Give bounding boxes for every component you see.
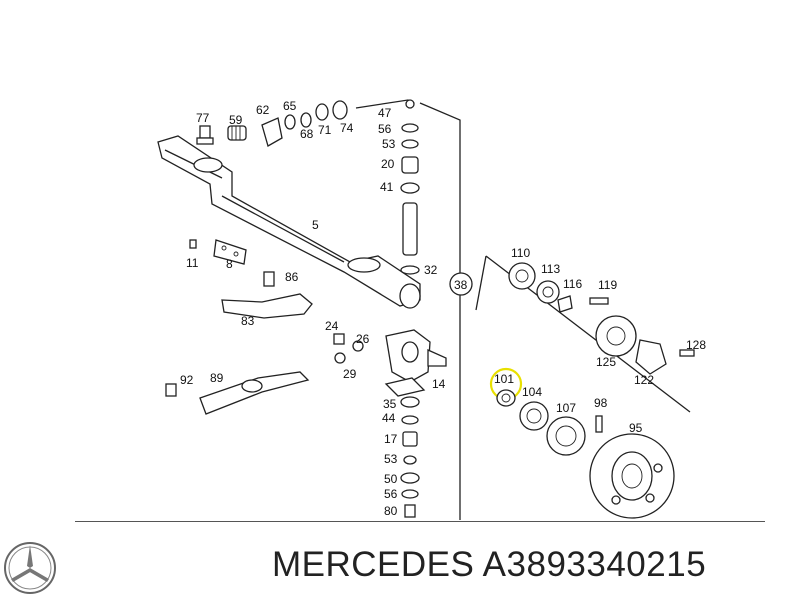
callout-80: 80 <box>384 504 398 518</box>
callout-62: 62 <box>256 103 270 117</box>
callout-107: 107 <box>556 401 576 415</box>
callout-17: 17 <box>384 432 398 446</box>
wheel-hub <box>519 401 675 519</box>
track-rod <box>165 371 310 415</box>
callout-128: 128 <box>686 338 706 352</box>
callout-50: 50 <box>384 472 398 486</box>
left-fasteners <box>189 239 313 319</box>
callout-95: 95 <box>629 421 643 435</box>
callout-68: 68 <box>300 127 314 141</box>
callout-24: 24 <box>325 319 339 333</box>
brand-name: MERCEDES <box>272 545 475 584</box>
kingpin-stack <box>400 123 420 275</box>
callout-14: 14 <box>432 377 446 391</box>
callout-8: 8 <box>226 257 233 271</box>
callout-77: 77 <box>196 111 210 125</box>
callout-11: 11 <box>186 256 199 270</box>
callout-44: 44 <box>382 411 396 425</box>
callout-32: 32 <box>424 263 438 277</box>
callout-5: 5 <box>312 218 319 232</box>
callout-29: 29 <box>343 367 357 381</box>
callout-56-top: 56 <box>378 122 392 136</box>
callout-113: 113 <box>541 262 560 276</box>
callout-labels: 77 59 62 65 68 71 74 47 56 53 20 41 5 32… <box>180 99 706 518</box>
hub-bearing-group <box>508 262 695 375</box>
callout-41: 41 <box>380 180 394 194</box>
callout-104: 104 <box>522 385 542 399</box>
callout-53-bottom: 53 <box>384 452 398 466</box>
callout-98: 98 <box>594 396 608 410</box>
steering-knuckle <box>333 329 447 397</box>
callout-56-bottom: 56 <box>384 487 398 501</box>
callout-125: 125 <box>596 355 616 369</box>
highlighted-part-101 <box>489 367 523 407</box>
callout-65: 65 <box>283 99 297 113</box>
callout-122: 122 <box>634 373 654 387</box>
callout-35: 35 <box>383 397 397 411</box>
callout-83: 83 <box>241 314 255 328</box>
group-circle-38 <box>449 272 473 296</box>
callout-26: 26 <box>356 332 370 346</box>
lower-stack <box>400 396 420 518</box>
callout-119: 119 <box>598 278 617 292</box>
callout-92: 92 <box>180 373 194 387</box>
callout-71: 71 <box>318 123 332 137</box>
callout-89: 89 <box>210 371 224 385</box>
callout-86: 86 <box>285 270 299 284</box>
hub-bracket <box>475 255 691 413</box>
callout-38: 38 <box>454 278 468 292</box>
callout-74: 74 <box>340 121 354 135</box>
callout-101: 101 <box>494 372 514 386</box>
divider-line <box>75 521 765 522</box>
top-fasteners <box>196 99 415 147</box>
callout-59: 59 <box>229 113 243 127</box>
callout-20: 20 <box>381 157 395 171</box>
axle-beam <box>157 135 421 309</box>
callout-53-top: 53 <box>382 137 396 151</box>
part-number: A3893340215 <box>482 545 707 584</box>
part-caption: MERCEDES A3893340215 <box>272 545 706 585</box>
bracket-line <box>419 102 461 520</box>
mercedes-star-logo <box>4 542 56 594</box>
callout-110: 110 <box>511 246 530 260</box>
callout-116: 116 <box>563 277 582 291</box>
callout-47: 47 <box>378 106 392 120</box>
